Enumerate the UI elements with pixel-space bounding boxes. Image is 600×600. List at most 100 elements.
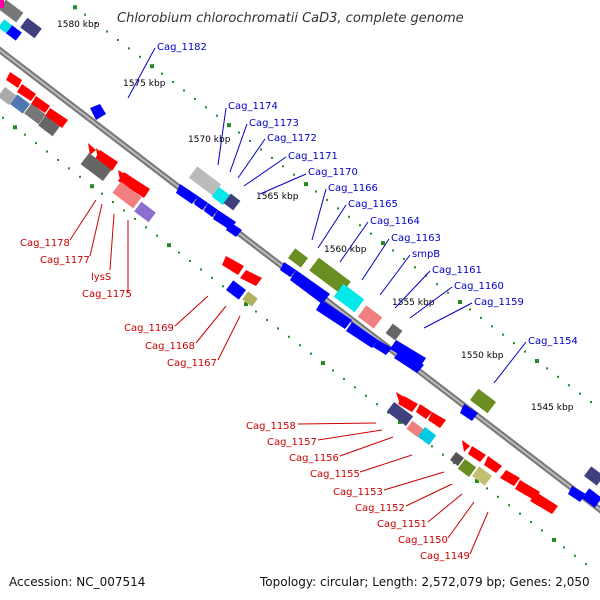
gene-arrow[interactable] xyxy=(530,492,558,514)
gene-label[interactable]: lysS xyxy=(91,272,111,283)
gene-block[interactable] xyxy=(470,388,496,414)
gene-arrow[interactable] xyxy=(394,350,424,373)
gene-arrow[interactable] xyxy=(31,96,50,113)
gene-block[interactable] xyxy=(242,291,258,307)
gene-arrow[interactable] xyxy=(484,456,502,473)
gene-arrow[interactable] xyxy=(390,340,426,367)
gene-arrow[interactable] xyxy=(316,300,352,329)
gene-label[interactable]: Cag_1174 xyxy=(228,101,278,112)
gene-arrow[interactable] xyxy=(373,340,392,355)
gene-label[interactable]: Cag_1158 xyxy=(246,421,296,432)
gene-arrow[interactable] xyxy=(290,270,330,304)
gene-label[interactable]: Cag_1161 xyxy=(432,265,482,276)
gene-arrow[interactable] xyxy=(88,143,96,155)
gc-skew-mark xyxy=(310,352,312,355)
gene-block[interactable] xyxy=(582,488,600,508)
gene-label[interactable]: Cag_1157 xyxy=(267,437,317,448)
gene-block[interactable] xyxy=(386,401,414,427)
gc-skew-mark xyxy=(2,116,4,119)
gene-label[interactable]: Cag_1175 xyxy=(82,289,132,300)
gene-block[interactable] xyxy=(6,25,22,41)
gene-block[interactable] xyxy=(0,0,4,8)
gene-block[interactable] xyxy=(0,86,17,106)
gene-label[interactable]: Cag_1182 xyxy=(157,42,207,53)
gene-arrow[interactable] xyxy=(462,440,470,452)
gene-label[interactable]: Cag_1155 xyxy=(310,469,360,480)
gene-label[interactable]: Cag_1152 xyxy=(355,503,405,514)
gene-block[interactable] xyxy=(357,305,383,329)
gene-label[interactable]: Cag_1168 xyxy=(145,341,195,352)
gene-block[interactable] xyxy=(0,0,24,23)
gene-arrow[interactable] xyxy=(500,470,520,486)
gene-label[interactable]: Cag_1167 xyxy=(167,358,217,369)
gene-label[interactable]: Cag_1170 xyxy=(308,167,358,178)
gene-arrow[interactable] xyxy=(416,404,432,419)
gene-arrow[interactable] xyxy=(45,108,68,128)
gene-label[interactable]: Cag_1178 xyxy=(20,238,70,249)
gene-arrow[interactable] xyxy=(95,150,118,171)
gene-block[interactable] xyxy=(226,280,246,300)
gene-block[interactable] xyxy=(417,426,437,446)
gene-label[interactable]: Cag_1160 xyxy=(454,281,504,292)
gene-arrow[interactable] xyxy=(194,196,208,210)
gene-block[interactable] xyxy=(457,458,477,478)
gene-arrow[interactable] xyxy=(240,270,262,286)
gene-arrow[interactable] xyxy=(6,72,22,88)
gene-block[interactable] xyxy=(406,420,424,438)
gene-arrow[interactable] xyxy=(428,412,446,428)
gene-arrow[interactable] xyxy=(396,392,406,405)
gene-arrow[interactable] xyxy=(280,262,296,277)
gene-arrow[interactable] xyxy=(346,322,378,348)
tick-label: 1555 kbp xyxy=(392,298,435,308)
gene-label[interactable]: Cag_1163 xyxy=(391,233,441,244)
gene-arrow[interactable] xyxy=(568,486,586,502)
gene-block[interactable] xyxy=(385,323,403,341)
gene-arrow[interactable] xyxy=(468,446,486,462)
gene-label[interactable]: Cag_1166 xyxy=(328,183,378,194)
gene-label[interactable]: Cag_1172 xyxy=(267,133,317,144)
gene-arrow[interactable] xyxy=(398,396,418,412)
gene-label[interactable]: Cag_1171 xyxy=(288,151,338,162)
gene-arrow[interactable] xyxy=(460,404,478,421)
gene-label[interactable]: Cag_1150 xyxy=(398,535,448,546)
gene-arrow[interactable] xyxy=(204,203,218,217)
gene-block[interactable] xyxy=(223,193,241,211)
gene-block[interactable] xyxy=(188,166,222,196)
gene-label[interactable]: Cag_1159 xyxy=(474,297,524,308)
gene-label[interactable]: Cag_1169 xyxy=(124,323,174,334)
gene-arrow[interactable] xyxy=(17,84,36,101)
gene-block[interactable] xyxy=(38,115,60,137)
gene-label[interactable]: Cag_1154 xyxy=(528,336,578,347)
gene-block[interactable] xyxy=(24,103,46,125)
gene-block[interactable] xyxy=(134,201,156,223)
gene-block[interactable] xyxy=(211,186,231,206)
gene-label[interactable]: Cag_1153 xyxy=(333,487,383,498)
gene-label[interactable]: Cag_1149 xyxy=(420,551,470,562)
gene-block[interactable] xyxy=(112,181,142,209)
gene-label[interactable]: Cag_1173 xyxy=(249,118,299,129)
gene-label[interactable]: Cag_1156 xyxy=(289,453,339,464)
gene-label[interactable]: Cag_1151 xyxy=(377,519,427,530)
gene-arrow[interactable] xyxy=(90,104,106,120)
gene-label[interactable]: Cag_1164 xyxy=(370,216,420,227)
gene-block[interactable] xyxy=(449,451,465,467)
gene-label[interactable]: smpB xyxy=(412,249,440,260)
gene-arrow[interactable] xyxy=(118,172,150,198)
gene-arrow[interactable] xyxy=(176,184,198,204)
gene-label[interactable]: Cag_1177 xyxy=(40,255,90,266)
gene-block[interactable] xyxy=(309,257,351,295)
gene-label[interactable]: Cag_1165 xyxy=(348,199,398,210)
gene-arrow[interactable] xyxy=(222,256,244,275)
gene-arrow[interactable] xyxy=(515,480,540,500)
gene-block[interactable] xyxy=(584,466,600,486)
gc-skew-mark xyxy=(189,260,191,263)
gene-block[interactable] xyxy=(20,17,42,39)
gene-block[interactable] xyxy=(472,466,492,486)
gene-block[interactable] xyxy=(333,283,365,313)
gene-block[interactable] xyxy=(80,152,112,182)
gc-skew-mark xyxy=(112,201,114,204)
gene-block[interactable] xyxy=(10,94,30,114)
gene-arrow[interactable] xyxy=(226,222,242,237)
gc-skew-mark xyxy=(387,411,389,414)
gene-block[interactable] xyxy=(288,248,308,268)
